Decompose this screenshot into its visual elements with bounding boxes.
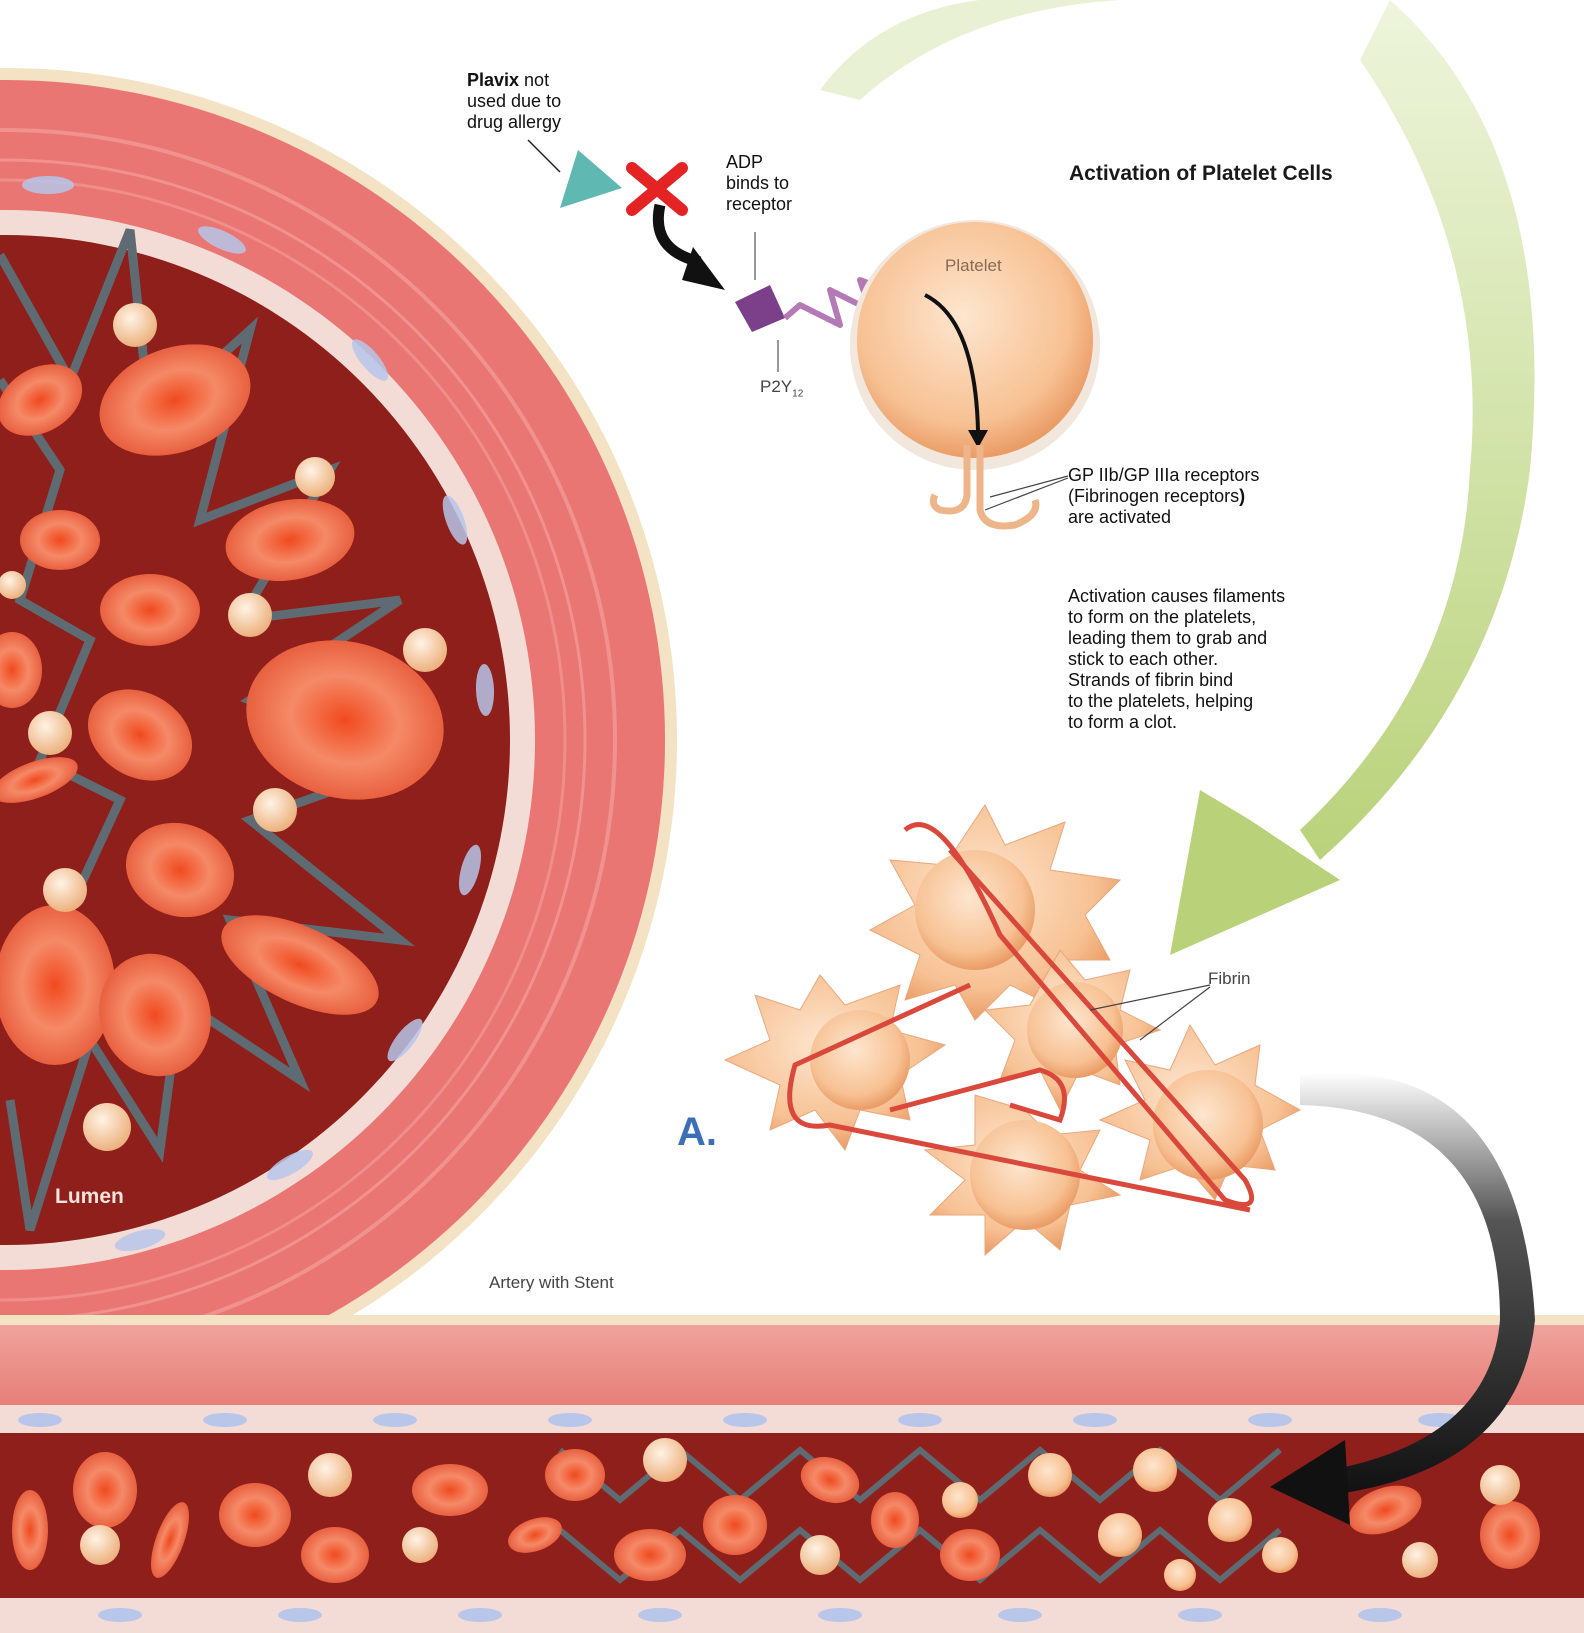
block-x-icon xyxy=(632,168,682,210)
panel-label: A. xyxy=(677,1122,717,1143)
p2y12-label: P2Y12 xyxy=(760,376,803,404)
plavix-drug-icon xyxy=(528,140,622,208)
plavix-label-bold: Plavix xyxy=(467,70,519,90)
platelet-label: Platelet xyxy=(945,255,1002,276)
artery-caption: Artery with Stent xyxy=(489,1272,614,1293)
gp-line-3: are activated xyxy=(1068,507,1328,528)
adp-arrow xyxy=(658,205,725,290)
fibrin-label: Fibrin xyxy=(1208,968,1251,989)
diagram-title: Activation of Platelet Cells xyxy=(1069,163,1333,184)
p2y12-subscript: 12 xyxy=(792,388,803,399)
gp-line-2: (Fibrinogen receptors xyxy=(1068,486,1239,506)
activation-description: Activation causes filaments to form on t… xyxy=(1068,586,1338,733)
gp-line-1: GP IIb/GP IIIa receptors xyxy=(1068,465,1328,486)
lumen-label: Lumen xyxy=(55,1186,124,1207)
gp-receptors-label: GP IIb/GP IIIa receptors (Fibrinogen rec… xyxy=(1068,465,1328,528)
artery-cross-section xyxy=(0,68,677,1412)
gp-paren: ) xyxy=(1239,486,1245,506)
gp-line-2-wrap: (Fibrinogen receptors) xyxy=(1068,486,1328,507)
adp-label: ADP binds to receptor xyxy=(726,152,836,215)
plavix-label: Plavix not used due to drug allergy xyxy=(467,70,627,133)
p2y12-text: P2Y xyxy=(760,377,792,396)
